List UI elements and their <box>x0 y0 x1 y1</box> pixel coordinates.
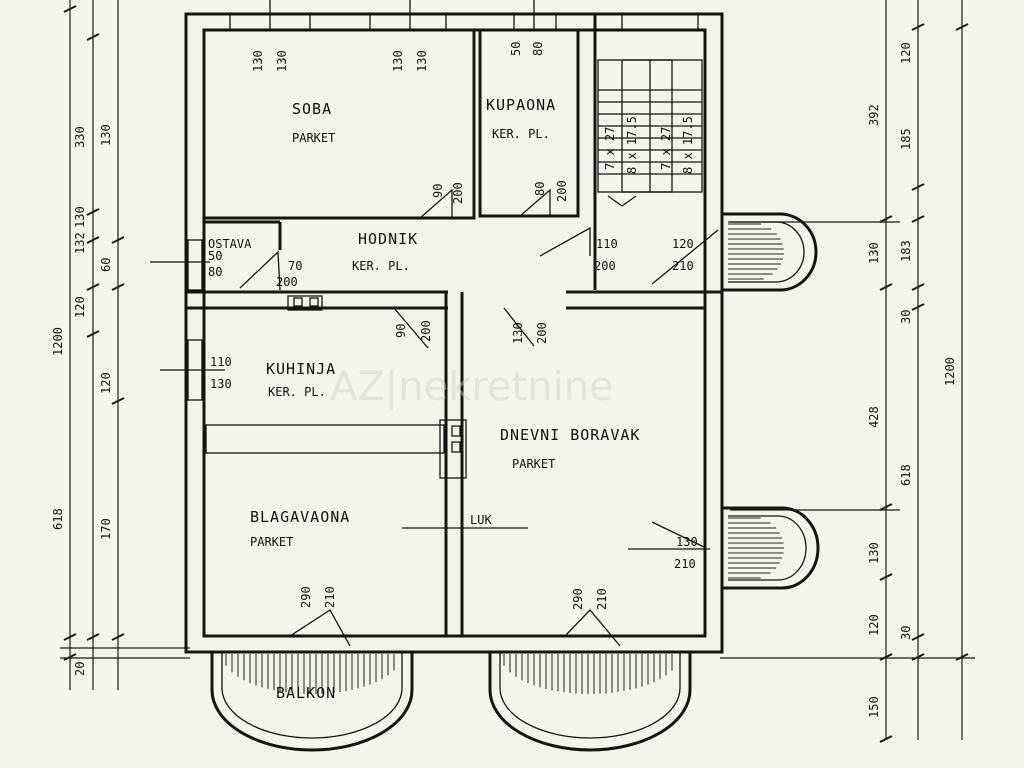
room-hodnik-floor: KER. PL. <box>352 259 410 273</box>
room-blagavaona-floor: PARKET <box>250 535 293 549</box>
kup-win-b: 80 <box>531 42 545 56</box>
dnevni-balc-b: 210 <box>595 588 609 610</box>
right-mid-185: 185 <box>899 128 913 150</box>
room-blagavaona-name: BLAGAVAONA <box>250 508 350 526</box>
watermark: AZ|nekretnine <box>330 364 614 410</box>
left-mid-330: 330 <box>73 126 87 148</box>
right-outer-1200: 1200 <box>943 357 957 386</box>
room-ostava-name: OSTAVA <box>208 237 252 251</box>
ostava-win-a: 50 <box>208 249 222 263</box>
balcony-hatching <box>225 223 784 694</box>
dnevni-door-a: 130 <box>511 322 525 344</box>
left-inner-130: 130 <box>99 124 113 146</box>
entry-door-a: 110 <box>596 237 618 251</box>
left-mid-132: 132 <box>73 232 87 254</box>
stair-door-a: 120 <box>672 237 694 251</box>
stair-treads <box>598 89 702 207</box>
room-dnevni-name: DNEVNI BORAVAK <box>500 426 640 444</box>
room-kupaona-name: KUPAONA <box>486 96 556 114</box>
kup-door-a: 80 <box>533 182 547 196</box>
room-kuhinja-floor: KER. PL. <box>268 385 326 399</box>
kup-win-a: 50 <box>509 42 523 56</box>
left-inner-60: 60 <box>99 258 113 272</box>
soba-door-b: 200 <box>451 182 465 204</box>
kuh-win-a: 110 <box>210 355 232 369</box>
room-balkon-name: BALKON <box>276 684 336 702</box>
soba-door-a: 90 <box>431 184 445 198</box>
right-dimension-lines <box>720 0 975 743</box>
walls <box>184 12 724 654</box>
room-kuhinja-name: KUHINJA <box>266 360 336 378</box>
soba-win-right-b: 130 <box>415 50 429 72</box>
stair-b-1: 7 x 27 <box>659 127 673 170</box>
luk-label: LUK <box>470 513 492 527</box>
right-mid-30: 30 <box>899 310 913 324</box>
opening-dimensions: 130 130 130 130 50 80 90 200 80 200 90 2… <box>208 42 698 610</box>
right-outer-392: 392 <box>867 104 881 126</box>
kup-door-b: 200 <box>555 180 569 202</box>
dnevni-door-b: 200 <box>535 322 549 344</box>
room-soba-name: SOBA <box>292 100 332 118</box>
right-dimension-labels: 392 428 1200 120 185 183 30 618 120 150 … <box>867 42 957 718</box>
ostava-win-b: 80 <box>208 265 222 279</box>
soba-win-left-a: 130 <box>251 50 265 72</box>
right-mid-618: 618 <box>899 464 913 486</box>
left-outer-618: 618 <box>51 508 65 530</box>
ostava-door-b: 200 <box>276 275 298 289</box>
left-mid-120a: 120 <box>73 296 87 318</box>
soba-win-left-b: 130 <box>275 50 289 72</box>
dnevni-side-b: 210 <box>674 557 696 571</box>
kuh-win-b: 130 <box>210 377 232 391</box>
soba-win-right-a: 130 <box>391 50 405 72</box>
stair-door-b: 210 <box>672 259 694 273</box>
right-mid-183: 183 <box>899 240 913 262</box>
room-kupaona-floor: KER. PL. <box>492 127 550 141</box>
left-mid-130: 130 <box>73 206 87 228</box>
dnevni-balc-a: 290 <box>571 588 585 610</box>
room-soba-floor: PARKET <box>292 131 335 145</box>
right-mid-150: 150 <box>867 696 881 718</box>
room-hodnik-name: HODNIK <box>358 230 418 248</box>
right-outer-428: 428 <box>867 406 881 428</box>
left-outer-1200: 1200 <box>51 327 65 356</box>
dnevni-side-a: 130 <box>676 535 698 549</box>
room-dnevni-floor: PARKET <box>512 457 555 471</box>
right-inner-130b: 130 <box>867 542 881 564</box>
kuh-door-b: 200 <box>419 320 433 342</box>
stair-a-1: 7 x 27 <box>603 127 617 170</box>
right-mid-120: 120 <box>899 42 913 64</box>
entry-door-b: 200 <box>594 259 616 273</box>
right-inner-130a: 130 <box>867 242 881 264</box>
ostava-door-a: 70 <box>288 259 302 273</box>
blag-balc-b: 210 <box>323 586 337 608</box>
right-mid-120: 120 <box>867 614 881 636</box>
left-mid-20: 20 <box>73 662 87 676</box>
kuh-door-a: 90 <box>394 324 408 338</box>
stair-a-2: 8 x 17.5 <box>625 116 639 174</box>
balconies <box>210 212 820 752</box>
right-inner-30: 30 <box>899 626 913 640</box>
left-mid-120b: 120 <box>99 372 113 394</box>
left-dimension-lines <box>60 0 190 690</box>
left-dimension-labels: 1200 618 330 130 132 120 120 20 130 60 1… <box>51 124 113 676</box>
blag-balc-a: 290 <box>299 586 313 608</box>
left-inner-170: 170 <box>99 518 113 540</box>
stair-b-2: 8 x 17.5 <box>681 116 695 174</box>
door-swings <box>150 188 719 647</box>
top-window-marks <box>229 0 699 31</box>
